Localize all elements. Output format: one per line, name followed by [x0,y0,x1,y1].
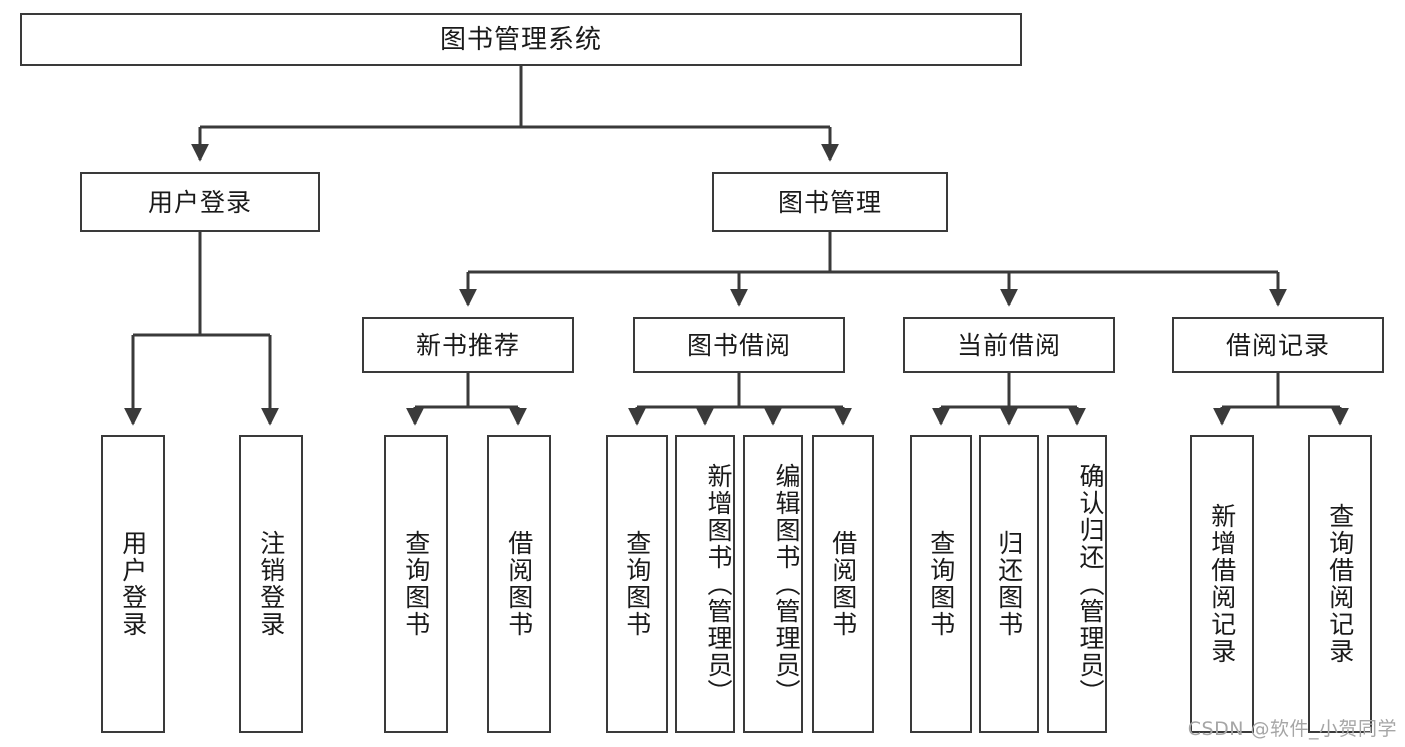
node-label: 新书推荐 [415,330,520,360]
node-label: 注销登录 [256,530,286,638]
node-leaf-edit-book[interactable]: 编辑图书（管理员） [743,435,803,733]
node-label: 借阅图书 [828,530,858,638]
node-current-borrow[interactable]: 当前借阅 [903,317,1115,373]
node-label: 用户登录 [118,530,148,638]
node-leaf-query-book-recommend[interactable]: 查询图书 [384,435,448,733]
node-leaf-confirm-return[interactable]: 确认归还（管理员） [1047,435,1107,733]
node-label: 新增借阅记录 [1207,503,1237,665]
node-label: 当前借阅 [956,330,1061,360]
node-leaf-return-book[interactable]: 归还图书 [979,435,1039,733]
node-leaf-borrow-book[interactable]: 借阅图书 [812,435,874,733]
node-label: 借阅图书 [504,530,534,638]
node-leaf-user-login[interactable]: 用户登录 [101,435,165,733]
node-leaf-add-book[interactable]: 新增图书（管理员） [675,435,735,733]
node-label: 查询图书 [926,530,956,638]
node-label: 确认归还（管理员） [1076,462,1105,706]
node-leaf-add-borrow-record[interactable]: 新增借阅记录 [1190,435,1254,733]
node-label: 用户登录 [147,187,252,217]
node-leaf-logout[interactable]: 注销登录 [239,435,303,733]
node-label: 查询图书 [622,530,652,638]
node-leaf-query-book-current[interactable]: 查询图书 [910,435,972,733]
node-label: 查询借阅记录 [1325,503,1355,665]
node-label: 归还图书 [994,530,1024,638]
node-leaf-borrow-book-recommend[interactable]: 借阅图书 [487,435,551,733]
node-label: 图书借阅 [686,330,791,360]
node-borrow-record[interactable]: 借阅记录 [1172,317,1384,373]
node-user-login[interactable]: 用户登录 [80,172,320,232]
node-book-borrow[interactable]: 图书借阅 [633,317,845,373]
node-label: 新增图书（管理员） [704,462,733,706]
node-root-title[interactable]: 图书管理系统 [20,13,1022,66]
node-book-manage[interactable]: 图书管理 [712,172,948,232]
node-label: 图书管理系统 [439,24,602,55]
node-leaf-query-book-borrow[interactable]: 查询图书 [606,435,668,733]
node-label: 查询图书 [401,530,431,638]
node-label: 图书管理 [777,187,882,217]
node-label: 编辑图书（管理员） [772,462,801,706]
node-leaf-query-borrow-record[interactable]: 查询借阅记录 [1308,435,1372,733]
node-new-book-recommend[interactable]: 新书推荐 [362,317,574,373]
node-label: 借阅记录 [1225,330,1330,360]
